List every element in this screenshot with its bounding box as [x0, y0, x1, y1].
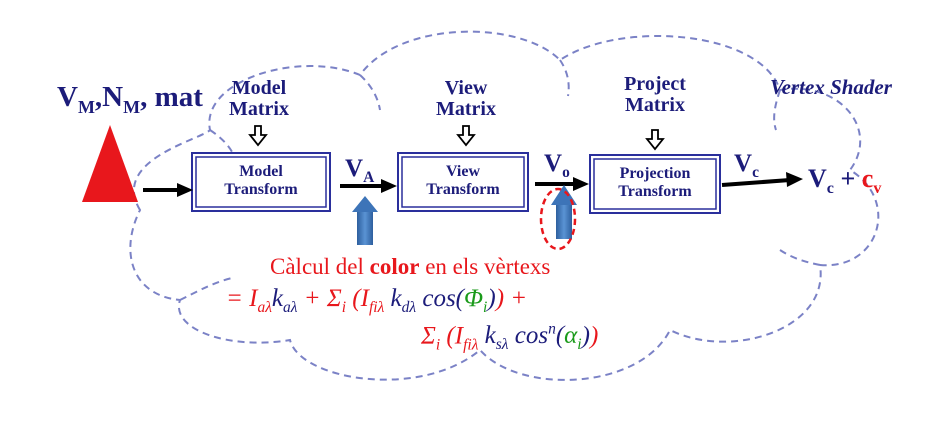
formula-line-2: Σi (Ifiλ ksλ cosn(αi))	[421, 321, 599, 354]
var-va: VA	[345, 155, 375, 186]
cloud-inner-bump-5	[179, 277, 233, 301]
blue-up-arrow-1-icon	[352, 196, 378, 245]
output-label: Vc + cv	[808, 164, 882, 198]
cloud-inner-bump-1	[209, 129, 236, 159]
cloud-inner-bump-6	[779, 249, 821, 266]
model-matrix-arrow-icon	[248, 125, 268, 147]
view-matrix-arrow-icon	[456, 125, 476, 147]
view-transform-box	[397, 152, 529, 212]
cloud-inner-bump-3	[559, 59, 570, 97]
color-calc-heading: Càlcul del color en els vèrtexs	[270, 254, 551, 279]
formula-line-1: = Iaλkaλ + Σi (Ifiλ kdλ cos(Φi)) +	[226, 285, 528, 316]
flow-arrow-in	[143, 183, 193, 197]
project-matrix-arrow-icon	[645, 129, 665, 151]
cloud-inner-bump-2	[359, 74, 381, 111]
red-triangle-icon	[82, 125, 138, 202]
projection-transform-box	[589, 154, 721, 214]
cloud-inner-bump-4	[773, 89, 781, 131]
var-vc: Vc	[734, 150, 759, 181]
flow-arrow-o	[535, 177, 589, 191]
cloud-outline	[129, 30, 880, 381]
model-transform-box	[191, 152, 331, 212]
vertex-shader-label: Vertex Shader	[770, 75, 892, 99]
flow-arrow-a	[340, 179, 397, 193]
red-dashed-ellipse	[539, 187, 577, 251]
input-label: VM,NM, mat	[57, 81, 203, 117]
flow-arrow-out	[721, 172, 803, 187]
var-vo: Vo	[544, 150, 570, 181]
